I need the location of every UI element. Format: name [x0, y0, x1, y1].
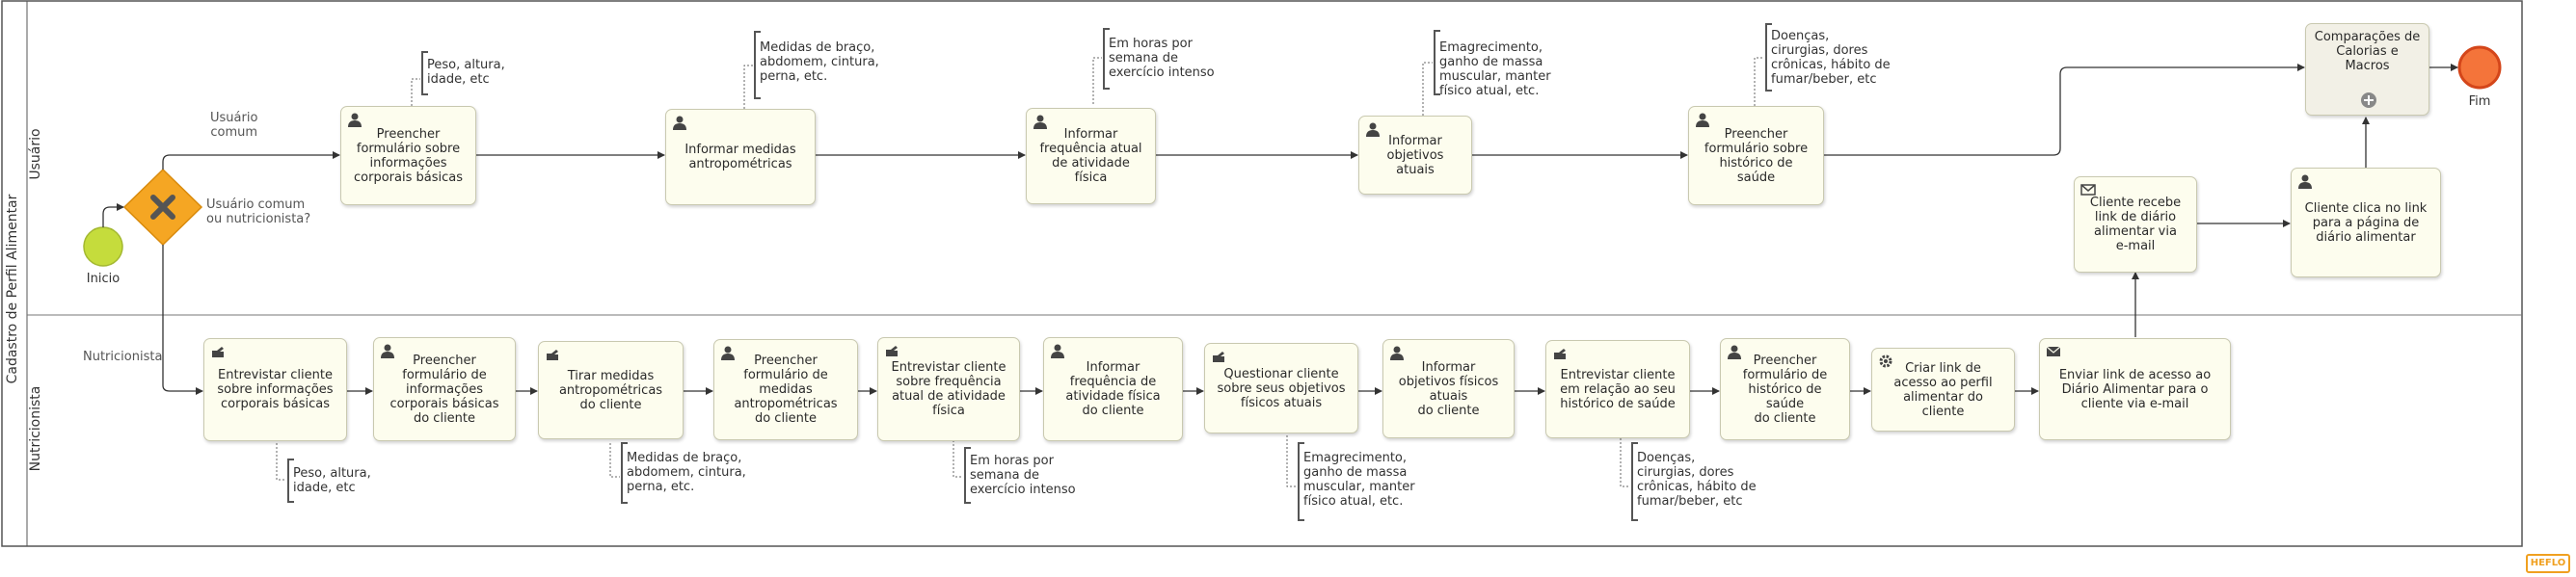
- task-label: Cliente clica no link para a página de d…: [2304, 200, 2428, 245]
- annotation-objetivos-nutri: Emagrecimento, ganho de massa muscular, …: [1303, 451, 1415, 509]
- flow-label-usuario-comum: Usuário comum: [210, 111, 258, 140]
- task-label: Entrevistar cliente sobre informações co…: [217, 368, 334, 411]
- subprocess-expand-icon[interactable]: [2360, 92, 2377, 109]
- task-label: Preencher formulário de histórico de saú…: [1742, 353, 1828, 426]
- task-label: Informar medidas antropométricas: [684, 143, 796, 171]
- task-label: Criar link de acesso ao perfil alimentar…: [1893, 360, 1993, 419]
- annotation-medidas-nutri: Medidas de braço, abdomem, cintura, pern…: [627, 451, 746, 494]
- task-preencher-historico[interactable]: Preencher formulário sobre histórico de …: [1688, 106, 1824, 205]
- task-label: Informar frequência atual de atividade f…: [1039, 127, 1142, 185]
- user-icon: [348, 113, 362, 127]
- user-icon: [381, 344, 394, 358]
- task-label: Questionar cliente sobre seus objetivos …: [1217, 366, 1346, 410]
- start-event[interactable]: [83, 226, 123, 267]
- flow-label-nutricionista: Nutricionista: [83, 350, 163, 364]
- task-label: Preencher formulário sobre informações c…: [354, 126, 463, 185]
- task-preencher-info-corporais[interactable]: Preencher formulário sobre informações c…: [340, 106, 476, 205]
- envelope-filled-icon: [2046, 346, 2061, 356]
- user-icon: [2298, 174, 2312, 189]
- hand-icon: [1213, 352, 1224, 362]
- annotation-peso-altura-nutri: Peso, altura, idade, etc: [293, 466, 371, 495]
- task-informar-objetivos[interactable]: Informar objetivos atuais: [1358, 116, 1472, 195]
- task-label: Preencher formulário sobre histórico de …: [1704, 126, 1809, 185]
- user-icon: [1696, 113, 1709, 127]
- hand-icon: [886, 346, 898, 356]
- subprocess-comparacoes[interactable]: Comparações de Calorias e Macros: [2305, 23, 2429, 116]
- annotation-brackets: [287, 23, 1772, 521]
- task-label: Informar frequência de atividade física …: [1065, 360, 1161, 418]
- end-event-label: Fim: [2468, 94, 2491, 109]
- task-cliente-clica-link[interactable]: Cliente clica no link para a página de d…: [2291, 168, 2441, 277]
- task-label: Enviar link de acesso ao Diário Alimenta…: [2058, 367, 2212, 411]
- annotation-links: [276, 57, 1764, 487]
- task-entrevistar-frequencia[interactable]: Entrevistar cliente sobre frequência atu…: [877, 337, 1020, 441]
- user-icon: [1728, 345, 1741, 359]
- task-label: Informar objetivos atuais: [1386, 133, 1444, 177]
- task-informar-frequencia-cliente[interactable]: Informar frequência de atividade física …: [1043, 337, 1183, 441]
- annotation-horas-nutri: Em horas por semana de exercício intenso: [970, 454, 1076, 497]
- task-informar-objetivos-cliente[interactable]: Informar objetivos físicos atuais do cli…: [1382, 339, 1515, 438]
- lane-label-usuario: Usuário: [28, 128, 43, 180]
- user-icon: [1390, 346, 1404, 360]
- hand-icon: [1554, 349, 1566, 359]
- exclusive-gateway[interactable]: [122, 168, 203, 247]
- task-criar-link[interactable]: Criar link de acesso ao perfil alimentar…: [1871, 348, 2015, 432]
- task-label: Informar objetivos físicos atuais do cli…: [1398, 359, 1499, 418]
- annotation-objetivos: Emagrecimento, ganho de massa muscular, …: [1439, 40, 1551, 98]
- start-event-label: Inicio: [86, 272, 121, 286]
- task-preencher-medidas-cliente[interactable]: Preencher formulário de medidas antropom…: [713, 339, 858, 440]
- task-informar-medidas[interactable]: Informar medidas antropométricas: [665, 109, 816, 205]
- lane-label-nutricionista: Nutricionista: [28, 385, 43, 472]
- task-label: Preencher formulário de informações corp…: [389, 353, 499, 426]
- annotation-doencas-nutri: Doenças, cirurgias, dores crônicas, hábi…: [1637, 451, 1757, 509]
- annotation-horas: Em horas por semana de exercício intenso: [1109, 37, 1215, 80]
- task-label: Cliente recebe link de diário alimentar …: [2089, 196, 2182, 253]
- pool-frame: [1, 0, 2523, 547]
- task-label: Comparações de Calorias e Macros: [2314, 30, 2421, 73]
- user-icon: [1366, 122, 1380, 137]
- task-questionar-objetivos[interactable]: Questionar cliente sobre seus objetivos …: [1204, 343, 1358, 433]
- sequence-flows: [102, 64, 2458, 395]
- task-preencher-info-corporais-cliente[interactable]: Preencher formulário de informações corp…: [373, 337, 516, 441]
- user-icon: [1033, 115, 1047, 129]
- task-label: Tirar medidas antropométricas do cliente: [558, 368, 663, 412]
- pool-title: Cadastro de Perfil Alimentar: [5, 194, 20, 384]
- task-label: Entrevistar cliente sobre frequência atu…: [891, 360, 1006, 418]
- task-tirar-medidas[interactable]: Tirar medidas antropométricas do cliente: [538, 341, 684, 439]
- envelope-icon: [2080, 184, 2096, 196]
- annotation-doencas: Doenças, cirurgias, dores crônicas, hábi…: [1771, 29, 1891, 87]
- user-icon: [721, 346, 735, 360]
- task-cliente-recebe-link[interactable]: Cliente recebe link de diário alimentar …: [2074, 176, 2197, 273]
- task-preencher-historico-cliente[interactable]: Preencher formulário de histórico de saú…: [1720, 338, 1850, 440]
- annotation-medidas: Medidas de braço, abdomem, cintura, pern…: [760, 40, 879, 84]
- user-icon: [1051, 344, 1064, 358]
- gear-icon: [1879, 354, 1892, 368]
- task-label: Preencher formulário de medidas antropom…: [734, 354, 838, 426]
- heflo-logo: HEFLO: [2526, 554, 2570, 573]
- task-entrevistar-historico[interactable]: Entrevistar cliente em relação ao seu hi…: [1545, 340, 1690, 438]
- gateway-label: Usuário comum ou nutricionista?: [206, 197, 311, 226]
- end-event[interactable]: [2457, 45, 2502, 90]
- hand-icon: [547, 350, 558, 360]
- gateway-x-icon: [150, 195, 175, 220]
- task-informar-frequencia[interactable]: Informar frequência atual de atividade f…: [1026, 108, 1156, 204]
- task-label: Entrevistar cliente em relação ao seu hi…: [1560, 367, 1676, 411]
- task-enviar-link[interactable]: Enviar link de acesso ao Diário Alimenta…: [2039, 338, 2231, 440]
- hand-icon: [212, 347, 224, 357]
- user-icon: [673, 116, 686, 130]
- task-entrevistar-info-corporais[interactable]: Entrevistar cliente sobre informações co…: [203, 338, 347, 441]
- annotation-peso-altura: Peso, altura, idade, etc: [427, 58, 505, 87]
